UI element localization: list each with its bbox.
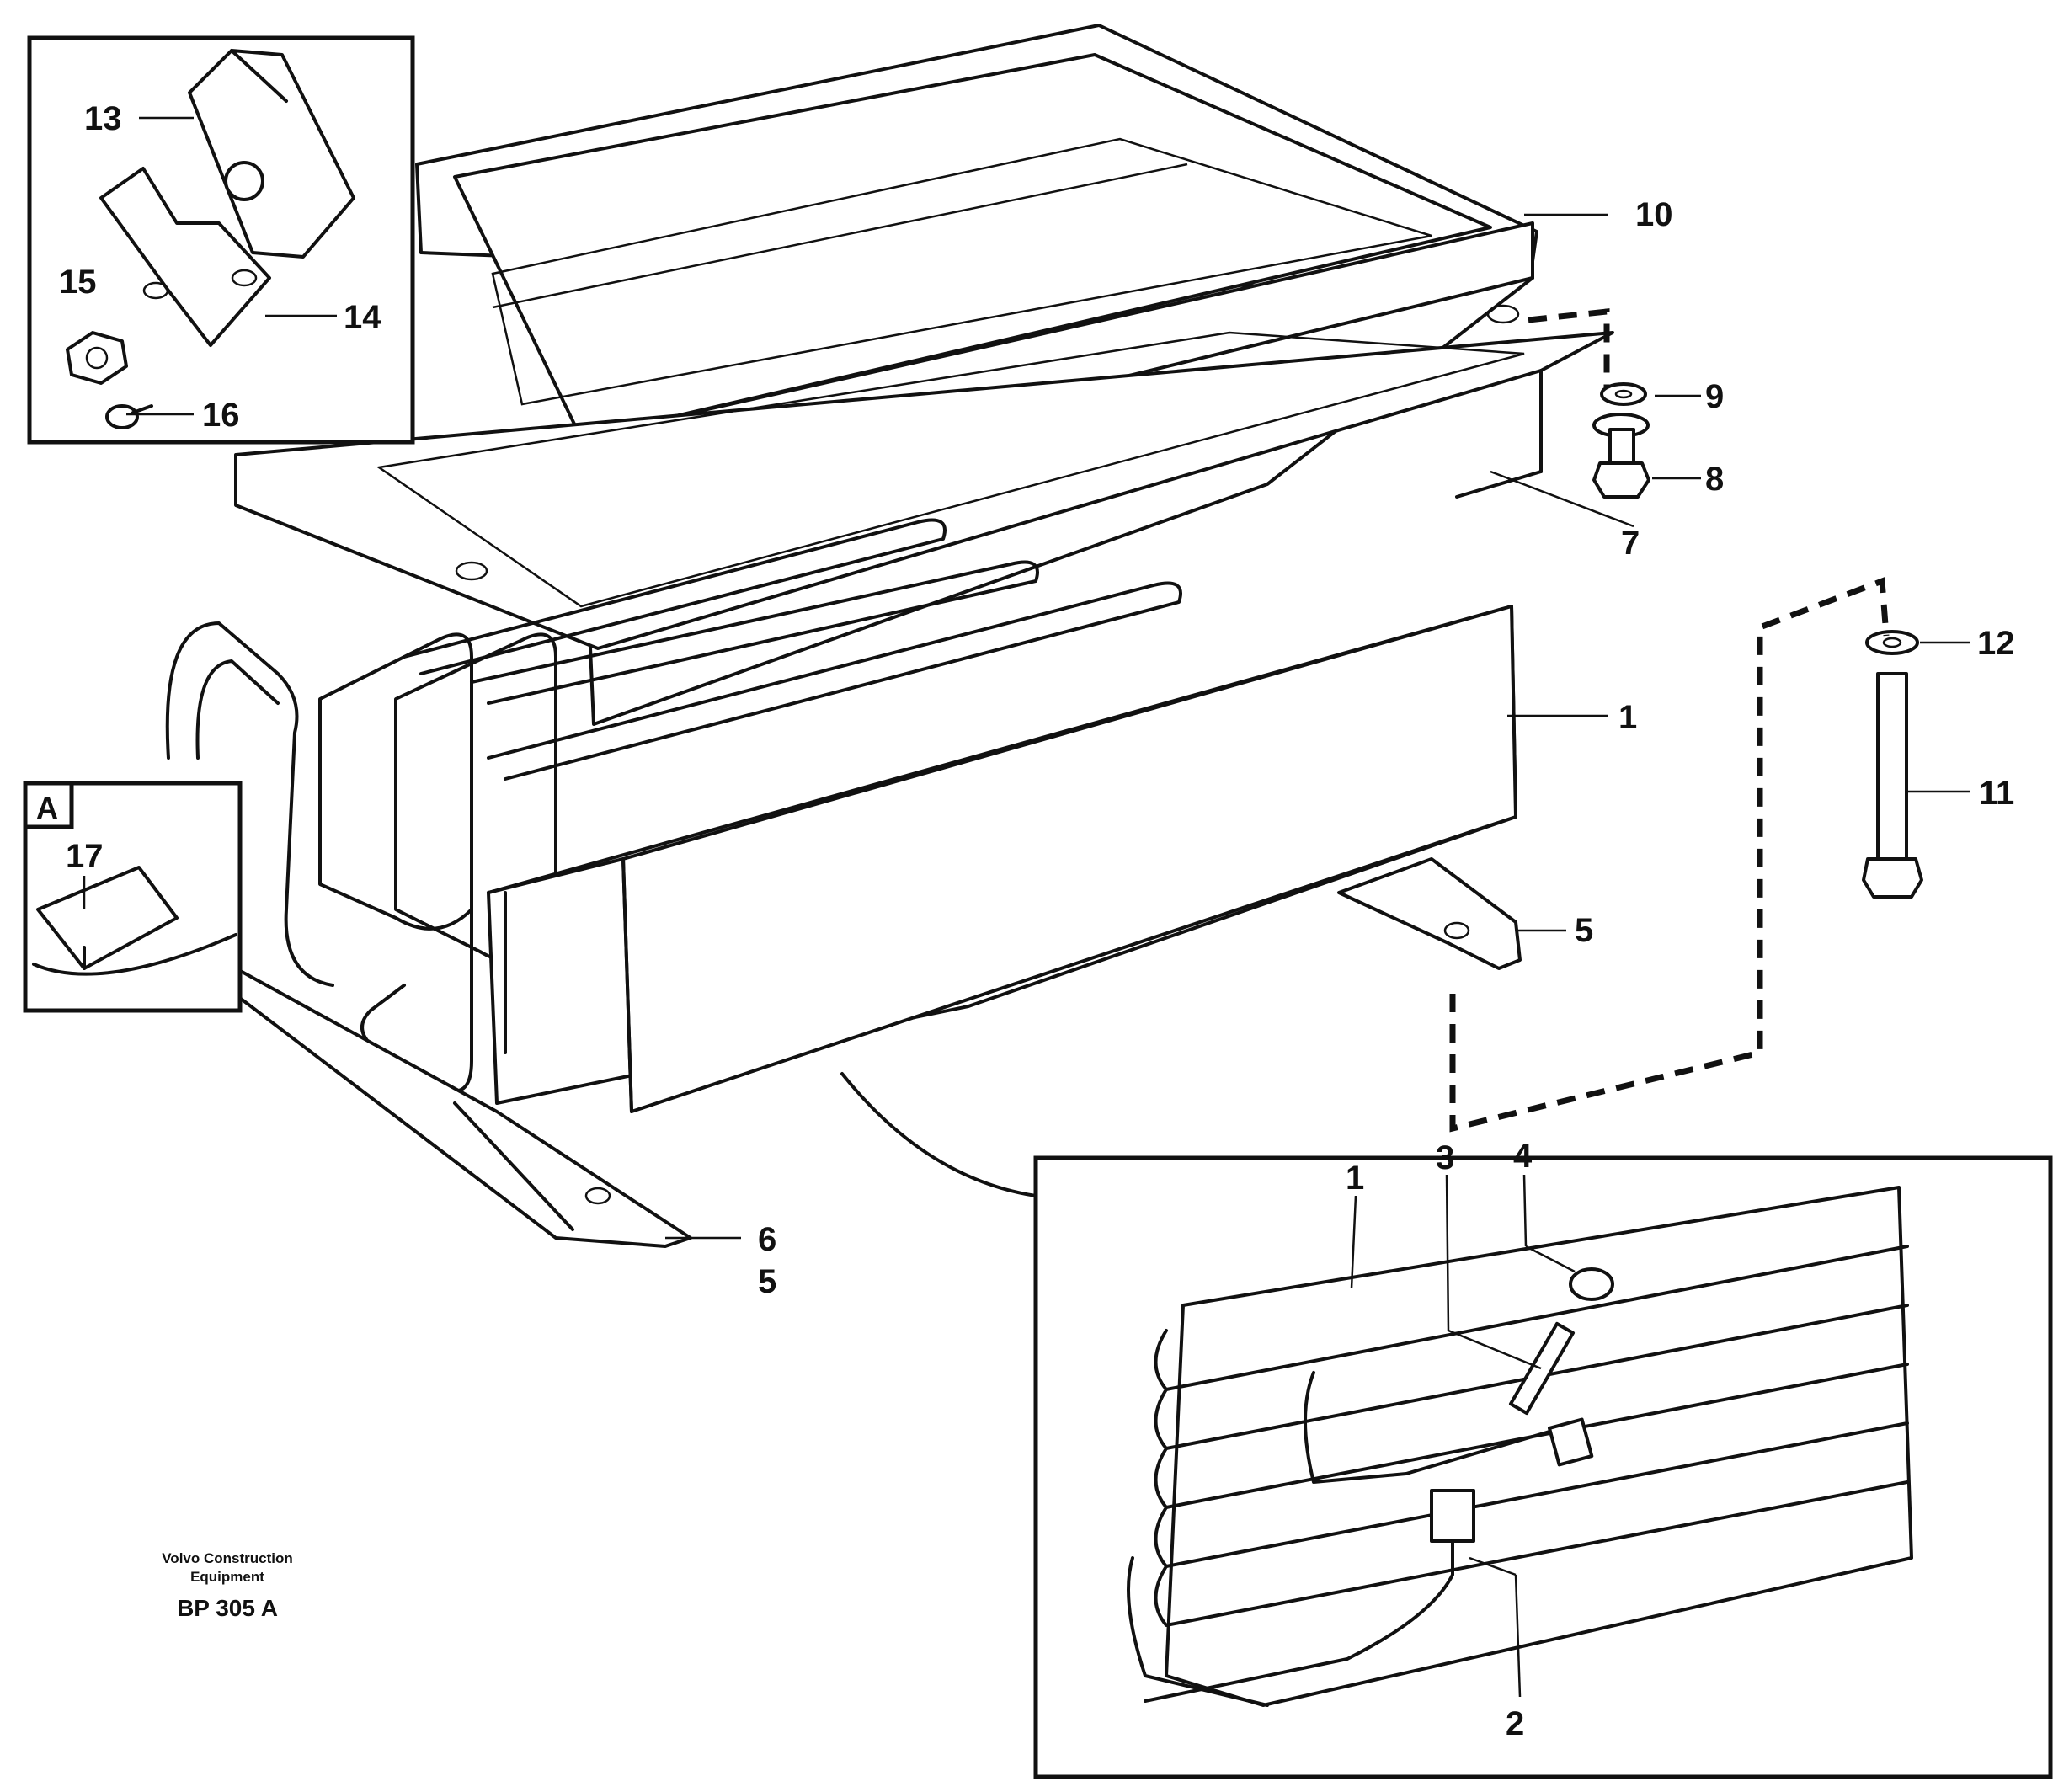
callout-5: 5 [1575,912,1593,949]
washer-part-9 [1600,382,1647,406]
assembly-line-lower [1449,577,1890,1133]
callout-14: 14 [344,299,381,336]
callout-17: 17 [66,838,104,875]
bracket-parts-5-6 [221,857,1522,1248]
callout-4: 4 [1513,1138,1533,1175]
callout-8: 8 [1705,461,1724,498]
callout-6: 6 [758,1221,776,1258]
callout-5-lower: 5 [758,1263,776,1300]
callout-13: 13 [84,100,122,137]
callout-15: 15 [59,264,97,301]
manufacturer-line-2: Equipment [190,1569,264,1585]
drawing-code: BP 305 A [177,1595,278,1621]
callout-3: 3 [1436,1139,1454,1176]
evaporator-part-1 [165,518,1517,1113]
callout-9: 9 [1705,378,1724,415]
inset-evaporator-detail [1033,1155,2053,1779]
callout-1: 1 [1618,699,1637,736]
callout-11: 11 [1979,775,2014,812]
washer-part-12 [1865,630,1919,655]
callout-7: 7 [1621,525,1640,562]
manufacturer-line-1: Volvo Construction [162,1550,293,1566]
drawing-caption: Volvo Construction Equipment BP 305 A [118,1549,337,1622]
bolt-part-11 [1862,672,1923,899]
leader-lines [83,116,1970,1698]
detail-view-label: A [36,791,58,825]
assembly-line-upper [1528,308,1610,387]
callout-10: 10 [1635,196,1673,233]
inset-switch-detail [27,35,415,445]
callout-16: 16 [202,397,240,434]
inset-a-detail [23,781,243,1013]
callout-1-inset: 1 [1346,1160,1364,1197]
tray-part-7 [234,304,1614,650]
bolt-part-8 [1592,413,1650,499]
callout-2: 2 [1506,1705,1524,1742]
callout-12: 12 [1977,625,2015,662]
